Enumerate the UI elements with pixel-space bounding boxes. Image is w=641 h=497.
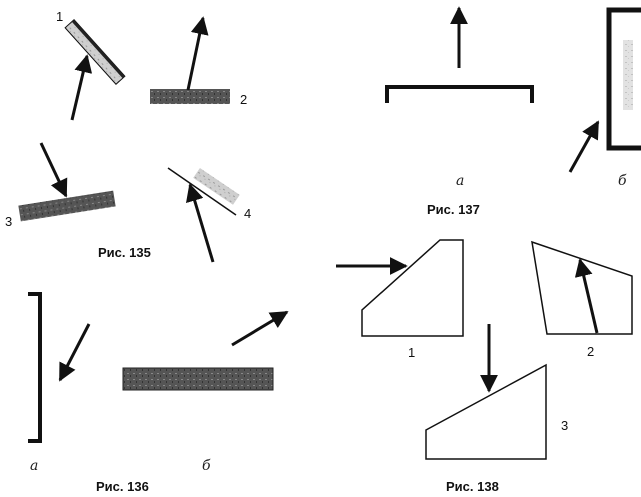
fig138-caption: Рис. 138	[446, 479, 499, 494]
fig135-caption: Рис. 135	[98, 245, 151, 260]
fig136-a-bracket	[28, 292, 42, 443]
fig136-label-a: a	[30, 458, 38, 474]
fig135-mirror-2	[150, 89, 230, 104]
fig135-arrow-4	[186, 183, 215, 263]
fig137-label-a: a	[456, 173, 464, 189]
fig136-b-mirror	[122, 367, 274, 391]
fig138-label-2: 2	[587, 344, 594, 359]
fig137-b-arrow	[568, 120, 600, 173]
fig136-label-b: б	[202, 458, 211, 474]
fig135-group: 1 2 3 4 Рис. 135	[5, 9, 251, 263]
fig138-group: 1 2 3 Рис. 138	[336, 239, 633, 494]
fig135-arrow-1	[70, 54, 93, 121]
fig136-group: a б Рис. 136	[28, 292, 289, 494]
fig138-label-3: 3	[561, 418, 568, 433]
fig138-prism-3	[425, 363, 547, 460]
fig135-arrow-2	[186, 16, 209, 91]
fig137-b-frame	[606, 7, 641, 151]
fig137-b-texture	[623, 40, 633, 110]
fig137-a-bracket	[385, 85, 534, 103]
fig136-caption: Рис. 136	[96, 479, 149, 494]
fig136-b-arrow	[231, 310, 289, 347]
fig138-prism-2	[531, 240, 633, 335]
fig138-arrow-2	[574, 258, 599, 334]
fig135-mirror-1	[64, 19, 126, 85]
fig137-caption: Рис. 137	[427, 202, 480, 217]
fig136-a-arrow	[58, 323, 91, 382]
fig135-label-2: 2	[240, 92, 247, 107]
fig135-arrow-3	[39, 142, 68, 198]
fig135-mirror-3	[18, 190, 116, 222]
fig135-label-3: 3	[5, 214, 12, 229]
fig135-mirror-4	[193, 167, 240, 205]
fig137-label-b: б	[618, 173, 627, 189]
fig138-prism-1	[361, 239, 464, 337]
fig137-group: a б Рис. 137	[385, 6, 641, 217]
fig135-label-1: 1	[56, 9, 63, 24]
fig135-label-4: 4	[244, 206, 251, 221]
fig138-label-1: 1	[408, 345, 415, 360]
